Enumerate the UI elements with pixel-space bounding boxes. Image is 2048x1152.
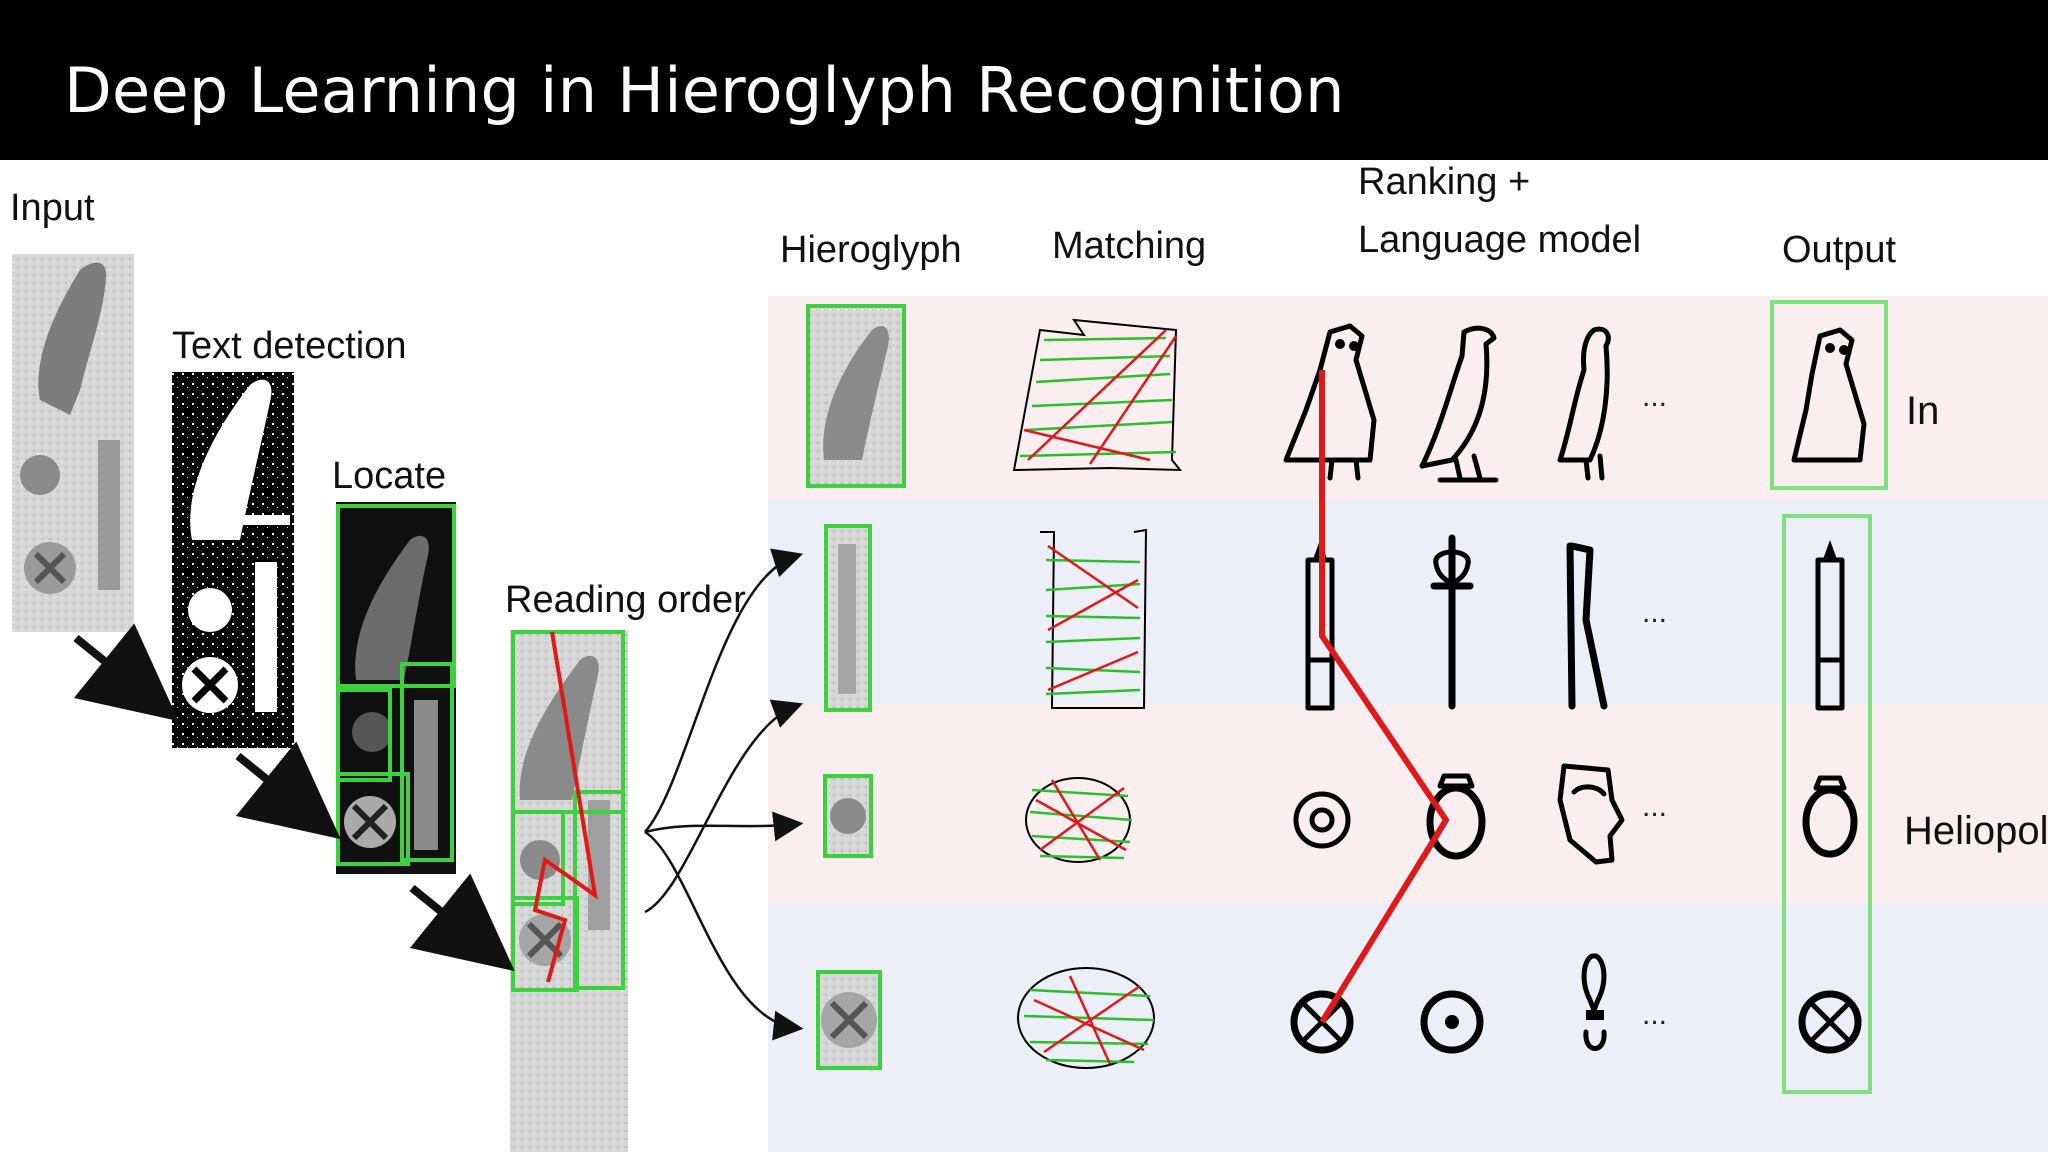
header-output: Output xyxy=(1782,229,1897,271)
hieroglyph-crops xyxy=(806,304,906,1070)
ring-candidate xyxy=(1293,791,1351,849)
ankh-candidate xyxy=(1430,534,1474,710)
output-column xyxy=(1770,300,1888,1094)
sun-disk-candidate xyxy=(1420,990,1484,1054)
text-detection-image xyxy=(172,372,294,748)
title-bar: Deep Learning in Hieroglyph Recognition xyxy=(0,0,2048,160)
pipeline-arrows xyxy=(73,623,515,972)
label-reading-order: Reading order xyxy=(505,579,746,621)
input-image xyxy=(12,254,134,632)
output-word-heliopolis: Heliopolis xyxy=(1904,809,2048,853)
matching-visuals xyxy=(1012,318,1183,1069)
header-ranking-line1: Ranking + xyxy=(1358,161,1530,203)
slide-title: Deep Learning in Hieroglyph Recognition xyxy=(64,54,1345,127)
locate-image xyxy=(336,502,456,874)
label-text-detection: Text detection xyxy=(172,325,406,367)
fold-candidate xyxy=(1566,542,1608,710)
face-candidate xyxy=(1557,763,1625,865)
ellipsis-row-4: ... xyxy=(1642,998,1667,1031)
ellipsis-row-3: ... xyxy=(1642,790,1667,823)
hieroglyph-recognition-diagram: Input Text detection Locate Reading orde… xyxy=(10,161,2048,1152)
ranking-candidates: ... ... ... xyxy=(1283,323,1667,1054)
ellipsis-row-1: ... xyxy=(1642,380,1667,413)
header-hieroglyph: Hieroglyph xyxy=(780,229,962,271)
language-model-path xyxy=(1319,370,1449,1024)
row-band-3 xyxy=(768,704,2048,904)
fan-arrows xyxy=(644,548,804,1041)
swallow-candidate xyxy=(1557,326,1611,481)
label-locate: Locate xyxy=(332,455,446,497)
label-input: Input xyxy=(10,187,95,229)
pot-candidate xyxy=(1426,773,1486,860)
owl-candidate xyxy=(1283,323,1377,481)
header-matching: Matching xyxy=(1052,225,1206,267)
heart-sign-candidate xyxy=(1581,953,1607,1051)
header-ranking-line2: Language model xyxy=(1358,219,1641,261)
reading-order-image xyxy=(510,630,628,1152)
ellipsis-row-2: ... xyxy=(1642,596,1667,629)
row-band-2 xyxy=(768,500,2048,704)
output-word-in: In xyxy=(1906,389,1939,433)
vulture-candidate xyxy=(1419,325,1499,483)
